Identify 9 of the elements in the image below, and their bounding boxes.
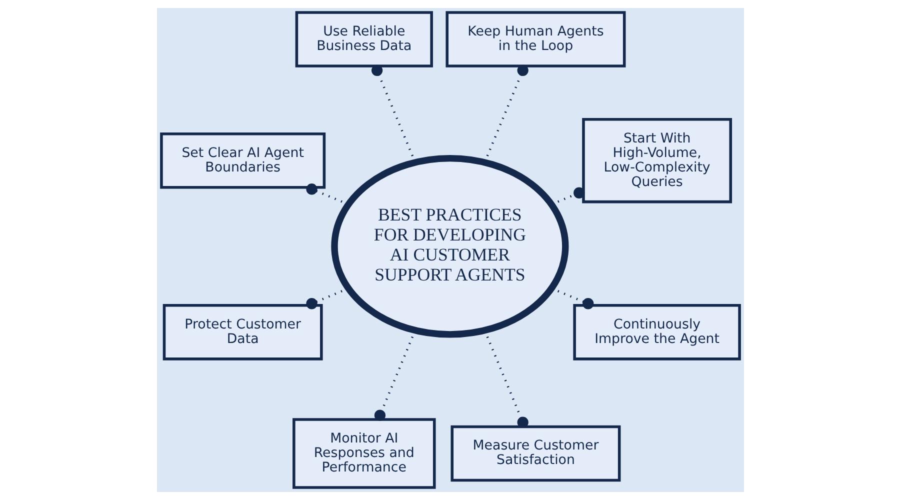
node-box: Continuously Improve the Agent bbox=[572, 304, 740, 360]
node-box: Monitor AI Responses and Performance bbox=[292, 418, 436, 489]
node-box: Set Clear AI Agent Boundaries bbox=[160, 132, 326, 189]
node-box: Start With High-Volume, Low-Complexity Queries bbox=[582, 118, 732, 204]
node-box: Protect Customer Data bbox=[162, 304, 322, 360]
node-box: Use Reliable Business Data bbox=[294, 11, 432, 68]
node-box: Keep Human Agents in the Loop bbox=[445, 11, 626, 68]
node-ellipse: BEST PRACTICES FOR DEVELOPING AI CUSTOMER SUPPORT AGENTS bbox=[330, 154, 568, 338]
node-box: Measure Customer Satisfaction bbox=[450, 425, 620, 482]
